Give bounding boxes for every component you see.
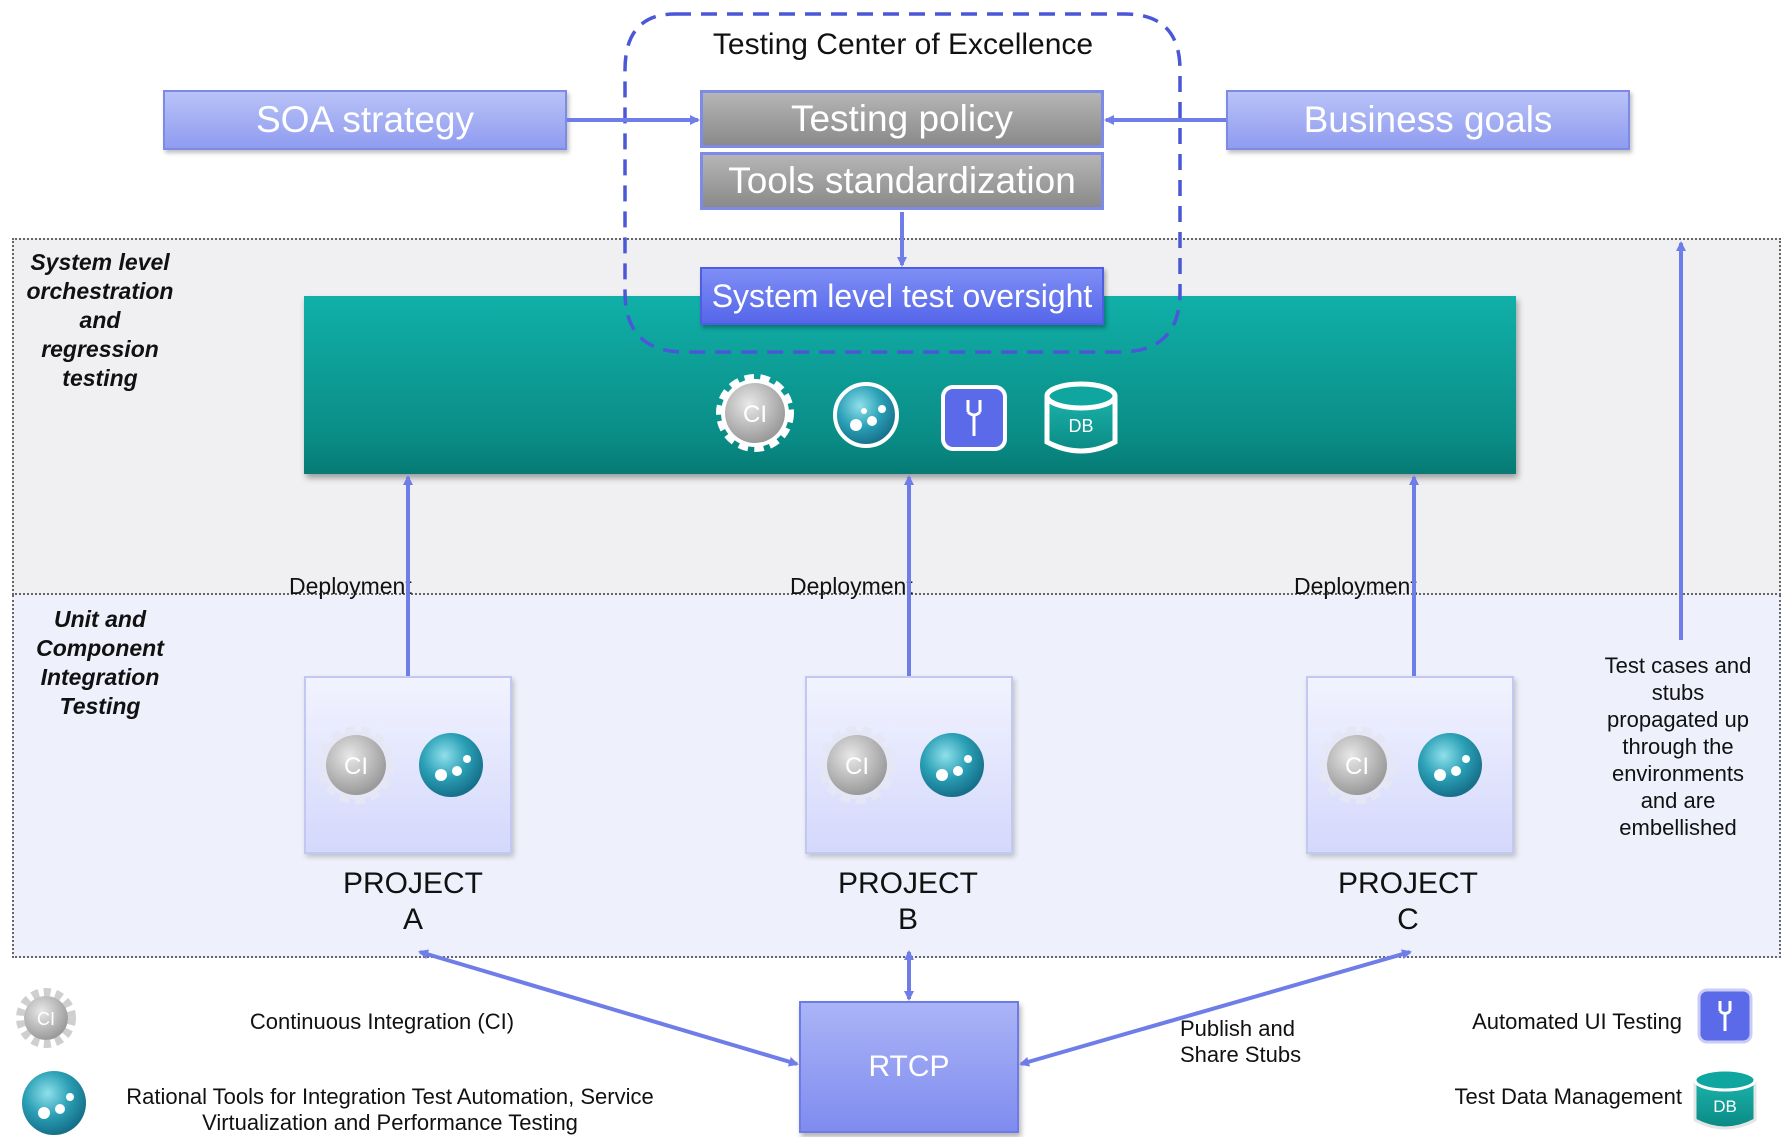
legend-rational-line: Virtualization and Performance Testing <box>202 1110 578 1135</box>
system-oversight-label: System level test oversight <box>711 277 1093 314</box>
ci-icon: CI <box>716 374 794 452</box>
tools-standardization-box: Tools standardization <box>700 152 1104 210</box>
arrow-rtcp-project-a <box>418 949 799 1067</box>
project-label-line: PROJECT <box>1337 867 1478 900</box>
propagation-note-line: embellished <box>1619 815 1737 840</box>
propagation-note-line: Test cases and <box>1604 653 1752 678</box>
database-icon: DB <box>1044 381 1118 454</box>
system-environment-bar <box>304 296 1516 474</box>
propagation-note-line: and are <box>1640 788 1716 813</box>
project-b-ci-label: CI <box>845 753 869 780</box>
legend-tdm-text: Test Data Management <box>1454 1084 1682 1109</box>
project-a-ci-icon: CI <box>317 726 395 804</box>
legend-ui-icon <box>1697 988 1753 1044</box>
propagation-note: Test cases and stubs propagated up throu… <box>1588 652 1768 841</box>
system-label-line: and <box>79 307 121 333</box>
soa-strategy-box: SOA strategy <box>163 90 567 150</box>
testing-policy-label: Testing policy <box>790 98 1014 139</box>
system-label-line: regression <box>41 336 159 362</box>
project-label-line: PROJECT <box>342 867 483 900</box>
rtcp-box: RTCP <box>799 1001 1019 1133</box>
soa-strategy-label: SOA strategy <box>256 99 474 140</box>
legend-rational-icon <box>22 1071 86 1135</box>
business-goals-box: Business goals <box>1226 90 1630 150</box>
tcoe-dashed-boundary <box>623 12 1182 354</box>
rational-tools-icon <box>833 382 899 448</box>
deployment-label-c: Deployment <box>1294 573 1417 599</box>
propagation-note-line: environments <box>1611 761 1745 786</box>
unit-label-line: Unit and <box>54 606 146 632</box>
rtcp-label: RTCP <box>868 1050 950 1083</box>
deployment-label-b: Deployment <box>790 573 913 599</box>
db-icon-label: DB <box>1068 416 1093 436</box>
propagation-note-line: stubs <box>1651 680 1705 705</box>
unit-integration-label: Unit and Component Integration Testing <box>20 605 180 721</box>
unit-label-line: Component <box>36 635 164 661</box>
project-a-ci-label: CI <box>344 753 368 780</box>
legend-rational-line: Rational Tools for Integration Test Auto… <box>126 1084 654 1109</box>
system-level-label: System level orchestration and regressio… <box>20 248 180 393</box>
project-b-label: PROJECT B <box>808 866 1008 938</box>
testing-policy-box: Testing policy <box>700 90 1104 148</box>
project-c-ci-icon: CI <box>1318 726 1396 804</box>
arrow-rtcp-project-c <box>1019 949 1412 1067</box>
deployment-label-a: Deployment <box>289 573 412 599</box>
project-label-line: PROJECT <box>837 867 978 900</box>
system-label-line: orchestration <box>26 278 174 304</box>
system-label-line: testing <box>62 365 138 391</box>
automated-ui-icon <box>941 385 1007 451</box>
system-label-line: System level <box>30 249 170 275</box>
legend-db-icon-label: DB <box>1713 1097 1737 1116</box>
project-c-label: PROJECT C <box>1308 866 1508 938</box>
ci-icon-label: CI <box>743 401 767 428</box>
project-a-label: PROJECT A <box>313 866 513 938</box>
project-label-letter: A <box>402 903 423 936</box>
project-b-rational-icon <box>920 733 984 797</box>
project-b-ci-icon: CI <box>818 726 896 804</box>
project-c-rational-icon <box>1418 733 1482 797</box>
system-oversight-box: System level test oversight <box>700 267 1104 325</box>
project-a-rational-icon <box>419 733 483 797</box>
propagation-note-line: through the <box>1622 734 1734 759</box>
legend-rational-text: Rational Tools for Integration Test Auto… <box>110 1084 670 1136</box>
tcoe-title: Testing Center of Excellence <box>712 28 1094 61</box>
propagation-note-line: propagated up <box>1607 707 1749 732</box>
legend-ci-icon-label: CI <box>37 1009 55 1029</box>
unit-label-line: Testing <box>59 693 141 719</box>
tools-standardization-label: Tools standardization <box>728 160 1076 201</box>
business-goals-label: Business goals <box>1303 99 1553 140</box>
legend-ci-icon: CI <box>16 988 76 1048</box>
project-c-ci-label: CI <box>1345 753 1369 780</box>
project-label-letter: B <box>897 903 918 936</box>
legend-db-icon: DB <box>1693 1068 1757 1130</box>
project-label-letter: C <box>1397 903 1419 936</box>
legend-ui-text: Automated UI Testing <box>1472 1009 1682 1034</box>
unit-label-line: Integration <box>40 664 160 690</box>
